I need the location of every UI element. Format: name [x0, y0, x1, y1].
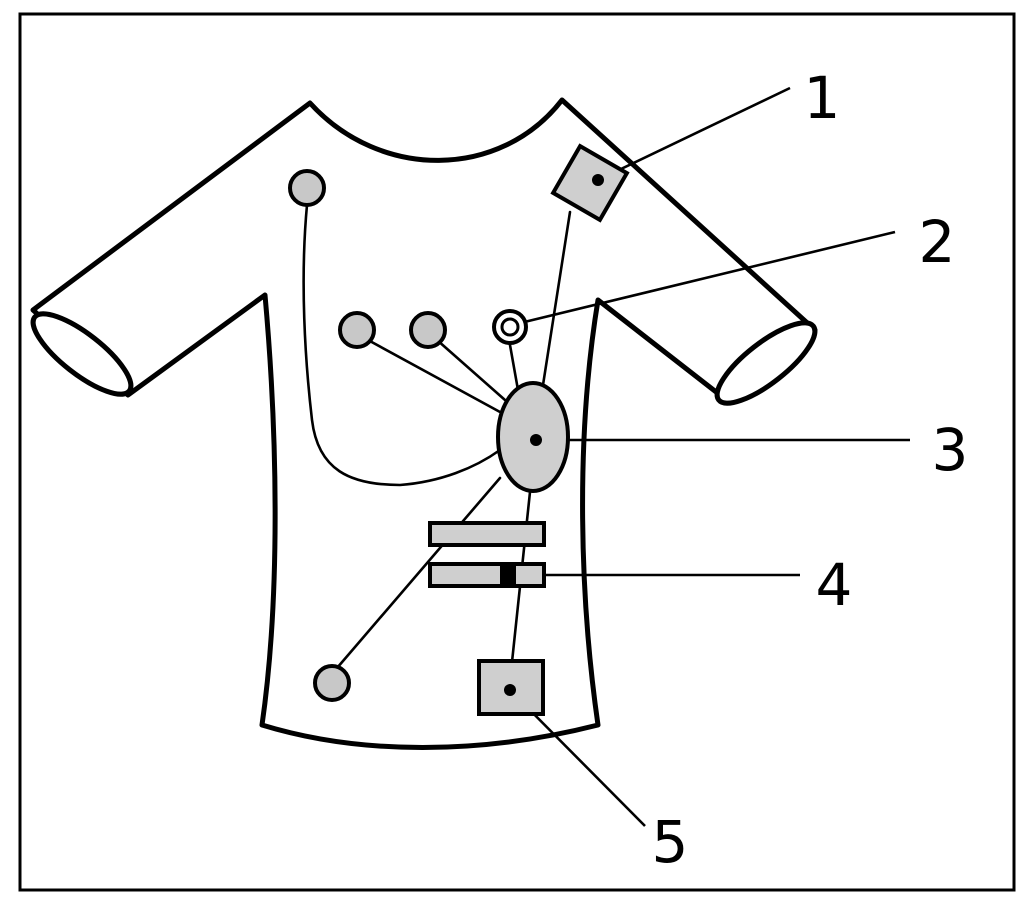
wire-electrode-b: [435, 338, 507, 402]
shirt-outline: [30, 97, 818, 750]
bar-4-lower: [428, 562, 546, 588]
bar-4-upper: [428, 521, 546, 547]
module-5-pin: [504, 684, 516, 696]
electrode-chest-b: [409, 311, 447, 349]
electrode-lower-left: [313, 664, 351, 702]
central-unit-pin: [530, 434, 542, 446]
callout-3: 3: [932, 416, 969, 484]
electrode-upper-left: [288, 169, 326, 207]
right-sleeve-cuff: [714, 320, 818, 406]
leader-line-2: [511, 230, 896, 327]
wire-electrode-a: [366, 338, 502, 414]
bar-4-contact: [500, 566, 516, 584]
wire-module-1: [541, 210, 572, 387]
wire-sensor-2: [508, 343, 520, 392]
electrode-chest-a: [338, 311, 376, 349]
wire-lower-left-electrode: [335, 476, 502, 670]
sensor-2-inner: [500, 317, 520, 337]
callout-5: 5: [652, 808, 689, 876]
left-sleeve-cuff: [30, 311, 134, 397]
callout-2: 2: [919, 208, 956, 276]
module-1: [550, 143, 630, 223]
wire-upper-left-electrode: [302, 203, 502, 487]
callout-1: 1: [804, 64, 841, 132]
leader-line-1: [597, 86, 791, 182]
callout-4: 4: [816, 551, 853, 619]
module-1-pin: [592, 174, 604, 186]
